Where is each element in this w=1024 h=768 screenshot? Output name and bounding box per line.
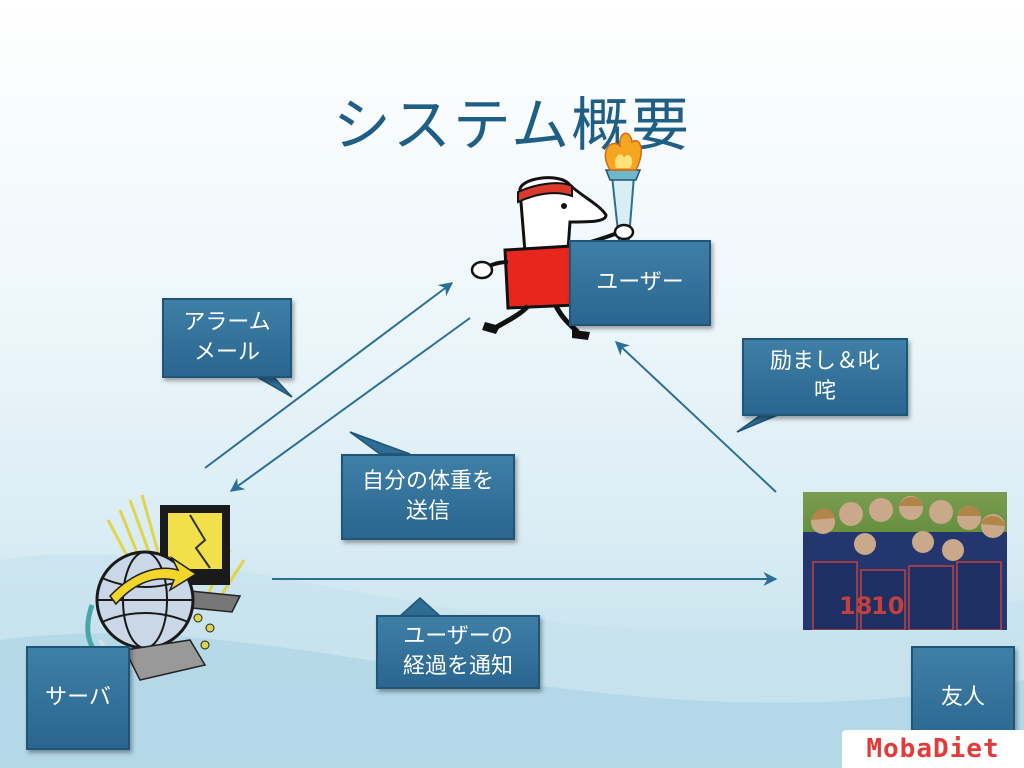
callout-notify-progress: ユーザーの 経過を通知 [376, 615, 540, 689]
callout-send-weight: 自分の体重を 送信 [341, 454, 515, 540]
arrow-server-to-user [204, 282, 454, 469]
callout-alarm-mail-text: アラーム メール [183, 310, 271, 365]
callout-encourage-scold-text: 励まし＆叱 咤 [769, 349, 880, 404]
arrow-friend-to-user [614, 341, 777, 493]
server-label: サーバ [45, 685, 111, 710]
svg-text:18: 18 [839, 592, 872, 620]
friend-label: 友人 [940, 685, 985, 710]
callout-notify-progress-text: ユーザーの 経過を通知 [402, 624, 513, 679]
callout-encourage-scold: 励まし＆叱 咤 [742, 338, 908, 416]
arrow-user-to-server [229, 317, 471, 492]
callout-send-weight-text: 自分の体重を 送信 [361, 469, 494, 524]
mobadiet-logo: MobaDiet [842, 730, 1024, 768]
user-label-box: ユーザー [569, 240, 711, 326]
server-label-box: サーバ [26, 646, 130, 750]
server-computer-icon [85, 494, 246, 681]
user-label: ユーザー [596, 270, 684, 295]
callout-alarm-mail: アラーム メール [162, 298, 292, 378]
svg-text:10: 10 [871, 592, 904, 620]
